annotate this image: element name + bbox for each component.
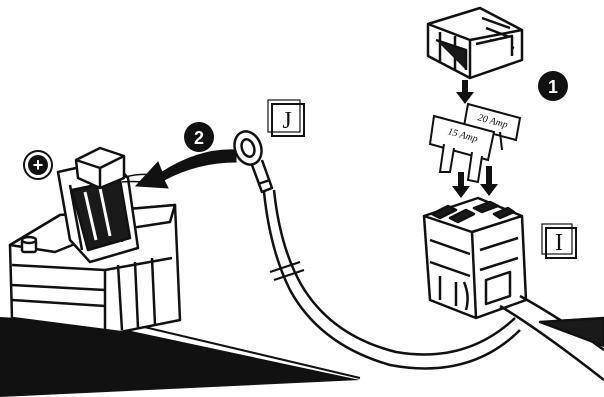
fuse-holder-base bbox=[422, 196, 604, 381]
label-i: I bbox=[541, 223, 577, 259]
battery bbox=[8, 146, 182, 334]
callout-2: 2 bbox=[184, 122, 214, 152]
plus-symbol: + bbox=[33, 155, 44, 175]
callout-2-number: 2 bbox=[194, 128, 204, 148]
fuse-15-amp: 15 Amp bbox=[428, 114, 496, 184]
arrow-down-icon bbox=[456, 80, 474, 104]
plus-icon: + bbox=[23, 150, 53, 180]
label-j: J bbox=[267, 99, 305, 137]
arrow-left-icon bbox=[134, 149, 237, 189]
label-i-text: I bbox=[555, 230, 563, 256]
ground-wedge bbox=[0, 318, 360, 397]
callout-1: 1 bbox=[538, 71, 568, 101]
fuse-holder-cover bbox=[426, 6, 524, 80]
callout-1-number: 1 bbox=[548, 77, 558, 97]
label-j-text: J bbox=[282, 108, 291, 134]
arrow-down-icon bbox=[452, 166, 498, 198]
ring-terminal-cable bbox=[233, 130, 521, 370]
